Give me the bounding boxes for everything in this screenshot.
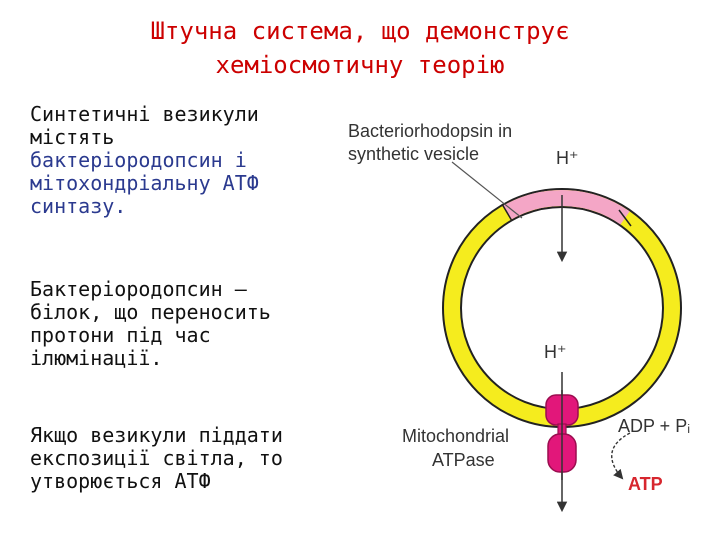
paragraph1-line: мітохондріальну АТФ <box>30 171 259 195</box>
title-line-2: хеміосмотичну теорію <box>215 51 505 79</box>
paragraph2-line: протони під час <box>30 323 211 347</box>
adp-to-atp-arrow <box>611 432 631 480</box>
paragraph-vesicles: Синтетичні везикули містять бактеріородо… <box>30 103 335 218</box>
bacteriorhodopsin-patch <box>503 189 630 225</box>
paragraph2-line: Бактеріородопсин – <box>30 277 247 301</box>
label-mitochondrial: Mitochondrial <box>402 426 509 446</box>
paragraph1-line: Синтетичні везикули <box>30 102 259 126</box>
label-h-plus-inside: H⁺ <box>544 342 567 362</box>
patch-edge-right <box>618 209 632 227</box>
paragraph1-line: містять <box>30 125 115 149</box>
title-line-1: Штучна система, що демонструє <box>150 17 570 45</box>
label-adp-pi: ADP + Pᵢ <box>618 416 690 436</box>
paragraph-bacteriorhodopsin: Бактеріородопсин – білок, що переносить … <box>30 278 335 370</box>
paragraph1-line: синтазу. <box>30 194 127 218</box>
paragraph3-line: експозиції світла, то <box>30 446 283 470</box>
paragraph3-line: утворюється АТФ <box>30 469 211 493</box>
patch-edge-left <box>501 203 513 222</box>
paragraph3-line: Якщо везикули піддати <box>30 423 283 447</box>
bacteriorhodopsin-leader <box>451 161 523 219</box>
label-atp: ATP <box>628 474 663 494</box>
paragraph2-line: ілюмінації. <box>30 346 163 370</box>
label-atpase: ATPase <box>432 450 495 470</box>
label-h-plus-top: H⁺ <box>556 148 579 168</box>
label-bacteriorhodopsin-2: synthetic vesicle <box>348 144 479 164</box>
paragraph2-line: білок, що переносить <box>30 300 271 324</box>
vesicle-diagram: Bacteriorhodopsin in synthetic vesicle H… <box>348 121 690 513</box>
paragraph-light-exposure: Якщо везикули піддати експозиції світла,… <box>30 424 335 493</box>
label-bacteriorhodopsin-1: Bacteriorhodopsin in <box>348 121 512 141</box>
slide-title: Штучна система, що демонструє хеміосмоти… <box>60 14 660 82</box>
paragraph1-line: бактеріородопсин і <box>30 148 247 172</box>
